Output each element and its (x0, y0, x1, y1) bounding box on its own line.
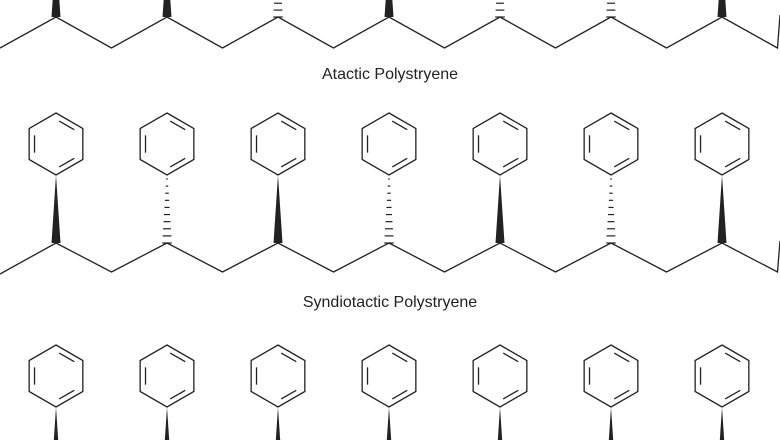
ring-outline (250, 344, 306, 408)
ring-double-bond (391, 120, 408, 131)
ring-double-bond (502, 157, 519, 168)
wedge-bond (275, 407, 281, 440)
ring-double-bond (280, 352, 297, 363)
ring-double-bond (58, 352, 75, 363)
wedge-bond (273, 175, 283, 243)
ring-double-bond (280, 120, 297, 131)
benzene-ring (250, 112, 306, 176)
benzene-ring (250, 344, 306, 408)
ring-double-bond (724, 352, 741, 363)
wedge-bond (495, 175, 505, 243)
backbone (0, 240, 780, 275)
ring-outline (28, 112, 84, 176)
ring-outline (361, 112, 417, 176)
ring-outline (583, 344, 639, 408)
ring-double-bond (169, 352, 186, 363)
ring-double-bond (613, 120, 630, 131)
ring-double-bond (169, 157, 186, 168)
ring-double-bond (280, 157, 297, 168)
benzene-ring (583, 344, 639, 408)
ring-double-bond (502, 389, 519, 400)
ring-outline (139, 112, 195, 176)
wedge-bond (386, 407, 392, 440)
ring-double-bond (280, 389, 297, 400)
ring-double-bond (613, 352, 630, 363)
benzene-ring (361, 112, 417, 176)
ring-outline (361, 344, 417, 408)
ring-double-bond (391, 352, 408, 363)
ring-outline (472, 112, 528, 176)
benzene-ring (139, 344, 195, 408)
syndiotactic-label: Syndiotactic Polystryene (302, 294, 478, 311)
chain-atactic (0, 0, 780, 50)
ring-double-bond (502, 120, 519, 131)
ring-outline (28, 344, 84, 408)
benzene-ring (139, 112, 195, 176)
ring-double-bond (58, 157, 75, 168)
wedge-bond (162, 0, 172, 17)
benzene-ring (472, 344, 528, 408)
ring-double-bond (58, 389, 75, 400)
ring-outline (250, 112, 306, 176)
wedge-bond (384, 0, 394, 17)
ring-double-bond (502, 352, 519, 363)
wedge-bond (717, 175, 727, 243)
chain-unlabeled-bottom (28, 344, 750, 440)
wedge-bond (608, 407, 614, 440)
wedge-bond (164, 407, 170, 440)
backbone (0, 14, 780, 50)
benzene-ring (694, 344, 750, 408)
benzene-ring (583, 112, 639, 176)
ring-double-bond (169, 389, 186, 400)
wedge-bond (53, 407, 59, 440)
ring-outline (139, 344, 195, 408)
benzene-ring (28, 112, 84, 176)
chain-syndiotactic (0, 112, 780, 275)
ring-double-bond (724, 389, 741, 400)
ring-outline (583, 112, 639, 176)
ring-double-bond (724, 157, 741, 168)
ring-double-bond (169, 120, 186, 131)
ring-outline (472, 344, 528, 408)
ring-double-bond (724, 120, 741, 131)
ring-double-bond (58, 120, 75, 131)
ring-double-bond (391, 389, 408, 400)
benzene-ring (472, 112, 528, 176)
wedge-bond (51, 0, 61, 17)
benzene-ring (694, 112, 750, 176)
benzene-ring (28, 344, 84, 408)
ring-outline (694, 344, 750, 408)
ring-double-bond (613, 157, 630, 168)
ring-outline (694, 112, 750, 176)
atactic-label: Atactic Polystryene (321, 66, 459, 83)
wedge-bond (497, 407, 503, 440)
ring-double-bond (613, 389, 630, 400)
wedge-bond (51, 175, 61, 243)
wedge-bond (719, 407, 725, 440)
benzene-ring (361, 344, 417, 408)
ring-double-bond (391, 157, 408, 168)
wedge-bond (717, 0, 727, 17)
